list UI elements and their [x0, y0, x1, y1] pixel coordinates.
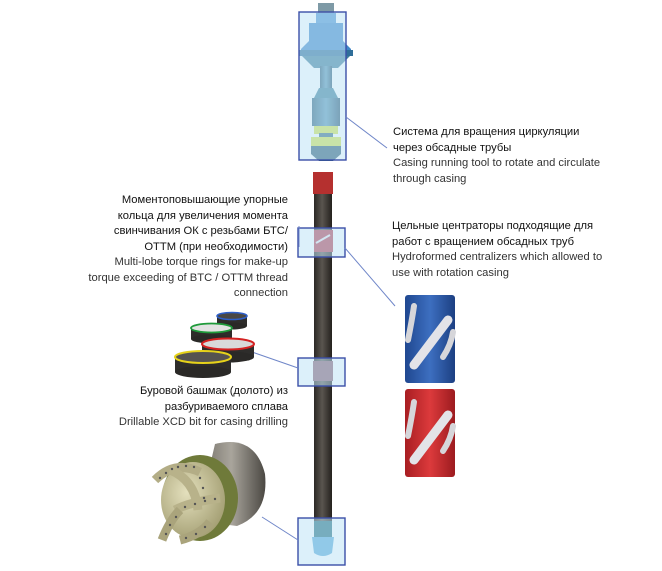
centralizers-ru-line-2: работ с вращением обсадных труб [392, 235, 575, 248]
drill-bit-ru-line-2: разбуриваемого сплава [164, 400, 288, 413]
callout-centralizers: Цельные центраторы подходящие для работ … [392, 219, 657, 281]
callout-drill-bit: Буровой башмак (долото) из разбуриваемог… [98, 384, 288, 431]
centralizers-ru-line-1: Цельные центраторы подходящие для [392, 220, 594, 232]
torque-rings-en-line-2: torque exceeding of BTC / OTTM thread [88, 271, 288, 284]
bit-cutters [158, 464, 217, 540]
torque-rings-ru-line-1: Моментоповышающие упорные [121, 194, 288, 206]
centralizer-blue [405, 295, 456, 383]
leader-line-torque-ring [251, 351, 299, 369]
centralizer-red [405, 389, 456, 477]
xcd-drill-bit [151, 442, 266, 545]
torque-rings-ru-line-3: свинчивания ОК с резьбами БТС/ [113, 225, 288, 237]
torque-ring-yellow [174, 350, 232, 378]
leader-line-bit [261, 516, 299, 541]
leader-line-centralizer [344, 247, 396, 307]
torque-rings-en-line-1: Multi-lobe torque rings for make-up [114, 256, 288, 268]
highlight-box-centralizer [297, 227, 346, 258]
highlight-box-bit [297, 517, 346, 566]
leader-line-casing-tool [345, 116, 388, 149]
torque-rings-ru-line-4: ОТТМ (при необходимости) [144, 240, 288, 253]
torque-rings-ru-line-2: кольца для увеличения момента [117, 209, 288, 222]
drill-bit-ru-line-1: Буровой башмак (долото) из [140, 385, 288, 397]
callout-torque-rings: Моментоповышающие упорные кольца для уве… [80, 193, 288, 302]
torque-rings-en-line-3: connection [233, 287, 288, 299]
casing-tool-ru-line-1: Система для вращения циркуляции [393, 126, 580, 138]
callout-casing-running-tool: Система для вращения циркуляции через об… [393, 125, 658, 187]
drill-bit-en-line-1: Drillable XCD bit for casing drilling [118, 416, 288, 428]
top-coupling [313, 172, 333, 194]
highlight-box-torque-ring [297, 357, 346, 387]
highlight-box-casing-tool [298, 11, 347, 161]
casing-tool-ru-line-2: через обсадные трубы [393, 141, 512, 154]
casing-tool-en-line-1: Casing running tool to rotate and circul… [393, 157, 601, 169]
torque-rings-illustration [174, 311, 255, 378]
centralizers-en-line-1: Hydroformed centralizers which allowed t… [392, 251, 603, 263]
casing-tool-en-line-2: through casing [393, 172, 467, 185]
centralizers-en-line-2: use with rotation casing [392, 266, 509, 279]
